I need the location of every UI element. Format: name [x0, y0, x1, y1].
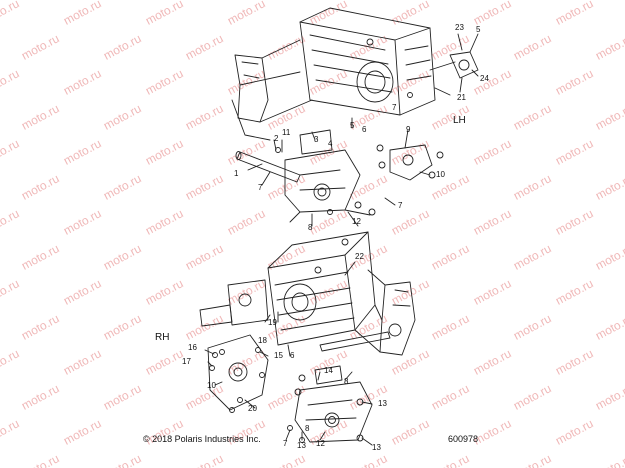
callout-7-top-c: 7	[398, 201, 403, 210]
callout-23: 23	[455, 23, 464, 32]
callout-16: 16	[188, 343, 197, 352]
callout-2: 2	[274, 134, 279, 143]
copyright-text: © 2018 Polaris Industries Inc.	[143, 434, 261, 444]
callout-17: 17	[182, 357, 191, 366]
callout-8-bottom-b: 8	[305, 424, 310, 433]
right-hand-label: RH	[155, 332, 170, 343]
top-frame-assembly	[231, 7, 479, 227]
callout-6-top: 6	[362, 125, 367, 134]
callout-5: 5	[476, 25, 481, 34]
left-hand-label: LH	[453, 115, 466, 126]
callout-18: 18	[258, 336, 267, 345]
callout-13-c: 13	[372, 443, 381, 452]
callout-12-bottom: 12	[316, 439, 325, 448]
callout-7-top-b: 7	[258, 183, 263, 192]
callout-4: 4	[328, 139, 333, 148]
callout-3: 3	[314, 135, 319, 144]
callout-19: 19	[268, 318, 277, 327]
callout-24: 24	[480, 74, 489, 83]
callout-1: 1	[234, 169, 239, 178]
callout-13-a: 13	[378, 399, 387, 408]
callout-7-top-a: 7	[392, 103, 397, 112]
callout-9: 9	[406, 125, 411, 134]
callout-5-top: 5	[350, 121, 355, 130]
callout-13-b: 13	[297, 441, 306, 450]
bottom-frame-assembly	[199, 231, 416, 446]
callout-8-top: 8	[308, 223, 313, 232]
callout-8-bottom-a: 8	[344, 377, 349, 386]
callout-10-bottom: 10	[207, 381, 216, 390]
figure-number: 600978	[448, 434, 479, 444]
callout-11: 11	[282, 128, 291, 137]
callout-12-top: 12	[352, 217, 361, 226]
callout-14: 14	[324, 366, 333, 375]
callout-10-top: 10	[436, 170, 445, 179]
callout-15: 15	[274, 351, 283, 360]
callout-21: 21	[457, 93, 466, 102]
callout-20: 20	[248, 404, 257, 413]
callout-22: 22	[355, 252, 364, 261]
callout-7-bottom: 7	[283, 439, 288, 448]
callout-6-bottom: 6	[290, 351, 295, 360]
